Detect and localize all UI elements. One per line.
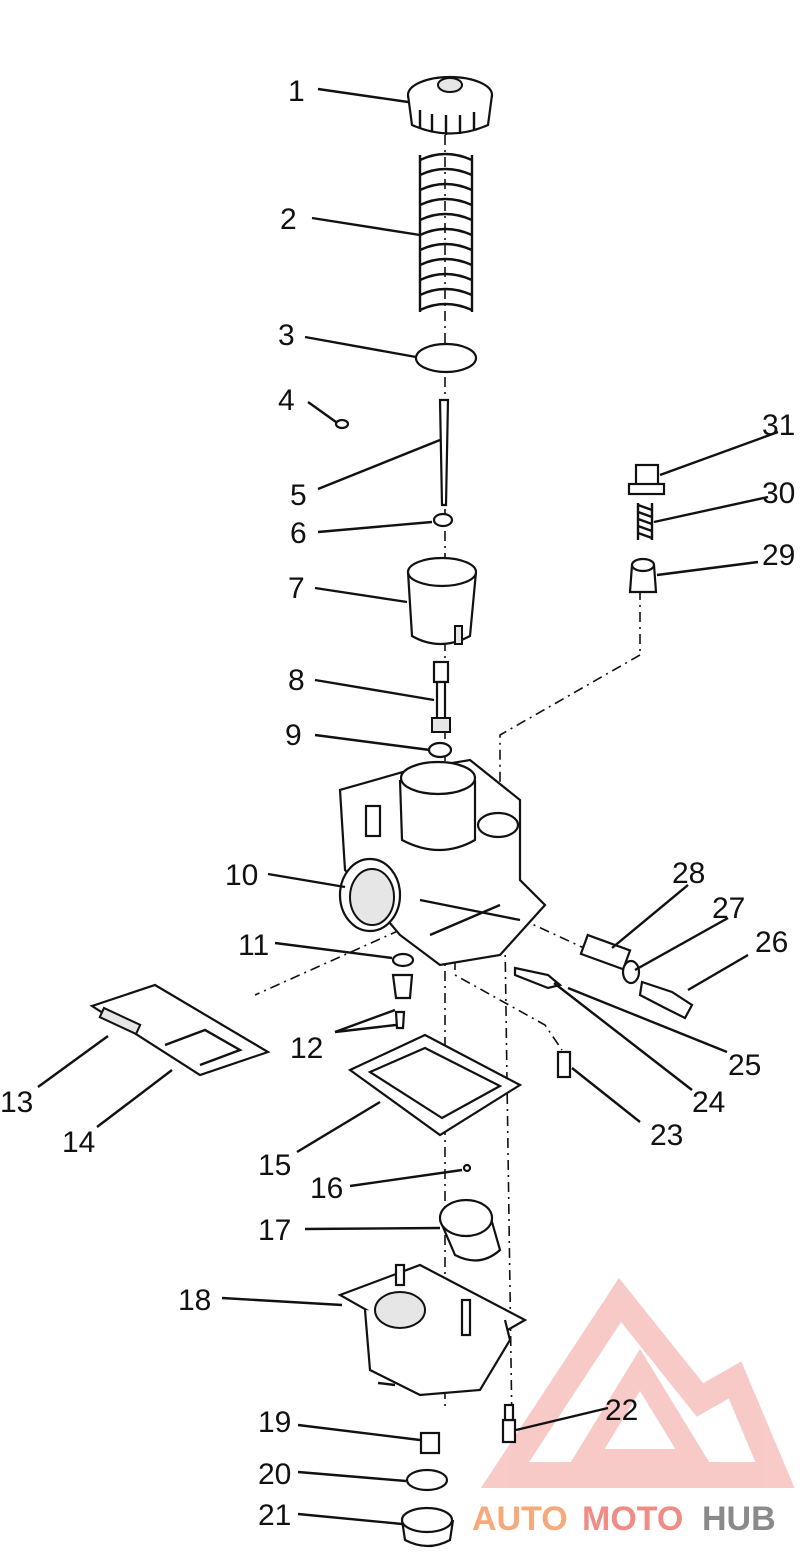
part-o-ring bbox=[427, 741, 453, 759]
part-needle-jet bbox=[431, 660, 451, 733]
watermark-text: AUTO MOTO HUB bbox=[472, 1500, 776, 1538]
label-25: 25 bbox=[728, 1049, 761, 1082]
part-needle bbox=[438, 398, 450, 507]
label-3: 3 bbox=[278, 319, 295, 352]
part-carb-body bbox=[338, 758, 547, 967]
label-16: 16 bbox=[310, 1172, 343, 1205]
part-stop-washer bbox=[621, 959, 641, 985]
part-starter-plunger bbox=[628, 557, 658, 594]
part-throttle-stop-screw bbox=[638, 980, 694, 1020]
label-28: 28 bbox=[672, 857, 705, 890]
watermark-moto: MOTO bbox=[582, 1500, 683, 1538]
leader-lines bbox=[37, 87, 779, 1526]
part-drain-o-ring bbox=[405, 1468, 449, 1492]
label-24: 24 bbox=[692, 1086, 725, 1119]
label-11: 11 bbox=[238, 929, 269, 962]
label-4: 4 bbox=[278, 384, 295, 417]
label-7: 7 bbox=[288, 572, 305, 605]
label-21: 21 bbox=[258, 1499, 291, 1532]
watermark-auto: AUTO bbox=[472, 1500, 568, 1538]
label-27: 27 bbox=[712, 892, 745, 925]
part-drain-screw bbox=[419, 1431, 441, 1455]
label-30: 30 bbox=[762, 477, 795, 510]
label-1: 1 bbox=[288, 75, 305, 108]
label-15: 15 bbox=[258, 1149, 291, 1182]
part-pilot-screw bbox=[513, 966, 563, 990]
label-18: 18 bbox=[178, 1284, 211, 1317]
watermark-hub: HUB bbox=[702, 1500, 776, 1538]
part-float-pin bbox=[462, 1163, 472, 1173]
part-slide bbox=[406, 556, 478, 646]
label-31: 31 bbox=[762, 409, 795, 442]
part-main-jet bbox=[391, 973, 414, 1030]
part-plate bbox=[414, 342, 478, 374]
label-14: 14 bbox=[62, 1126, 95, 1159]
part-float-gasket bbox=[347, 1033, 523, 1137]
label-12: 12 bbox=[290, 1032, 323, 1065]
label-29: 29 bbox=[762, 539, 795, 572]
label-22: 22 bbox=[605, 1394, 638, 1427]
part-number-labels: 1 2 3 4 5 6 7 8 9 10 11 12 13 14 15 16 1… bbox=[0, 75, 795, 1532]
label-5: 5 bbox=[290, 479, 307, 512]
part-float-bowl bbox=[337, 1263, 528, 1397]
part-float bbox=[438, 1198, 502, 1262]
part-float-gauge bbox=[89, 983, 271, 1077]
part-throttle-stop-spring bbox=[579, 933, 632, 971]
label-6: 6 bbox=[290, 517, 307, 550]
label-10: 10 bbox=[225, 859, 258, 892]
part-bowl-screw bbox=[501, 1403, 517, 1444]
part-spring bbox=[418, 152, 474, 312]
part-washer bbox=[432, 512, 454, 528]
label-8: 8 bbox=[288, 664, 305, 697]
label-2: 2 bbox=[280, 203, 297, 236]
label-9: 9 bbox=[285, 719, 302, 752]
label-23: 23 bbox=[650, 1119, 683, 1152]
label-26: 26 bbox=[755, 926, 788, 959]
part-starter-nut bbox=[627, 463, 666, 496]
part-drain-bolt bbox=[400, 1506, 455, 1548]
part-cap bbox=[406, 75, 494, 135]
part-clip bbox=[334, 418, 350, 430]
watermark-logo bbox=[480, 1277, 795, 1488]
label-13: 13 bbox=[0, 1086, 33, 1119]
part-starter-spring bbox=[636, 503, 654, 540]
part-body-screw bbox=[556, 1050, 572, 1079]
label-20: 20 bbox=[258, 1458, 291, 1491]
label-19: 19 bbox=[258, 1406, 291, 1439]
part-main-jet-washer bbox=[391, 952, 415, 968]
label-17: 17 bbox=[258, 1214, 291, 1247]
